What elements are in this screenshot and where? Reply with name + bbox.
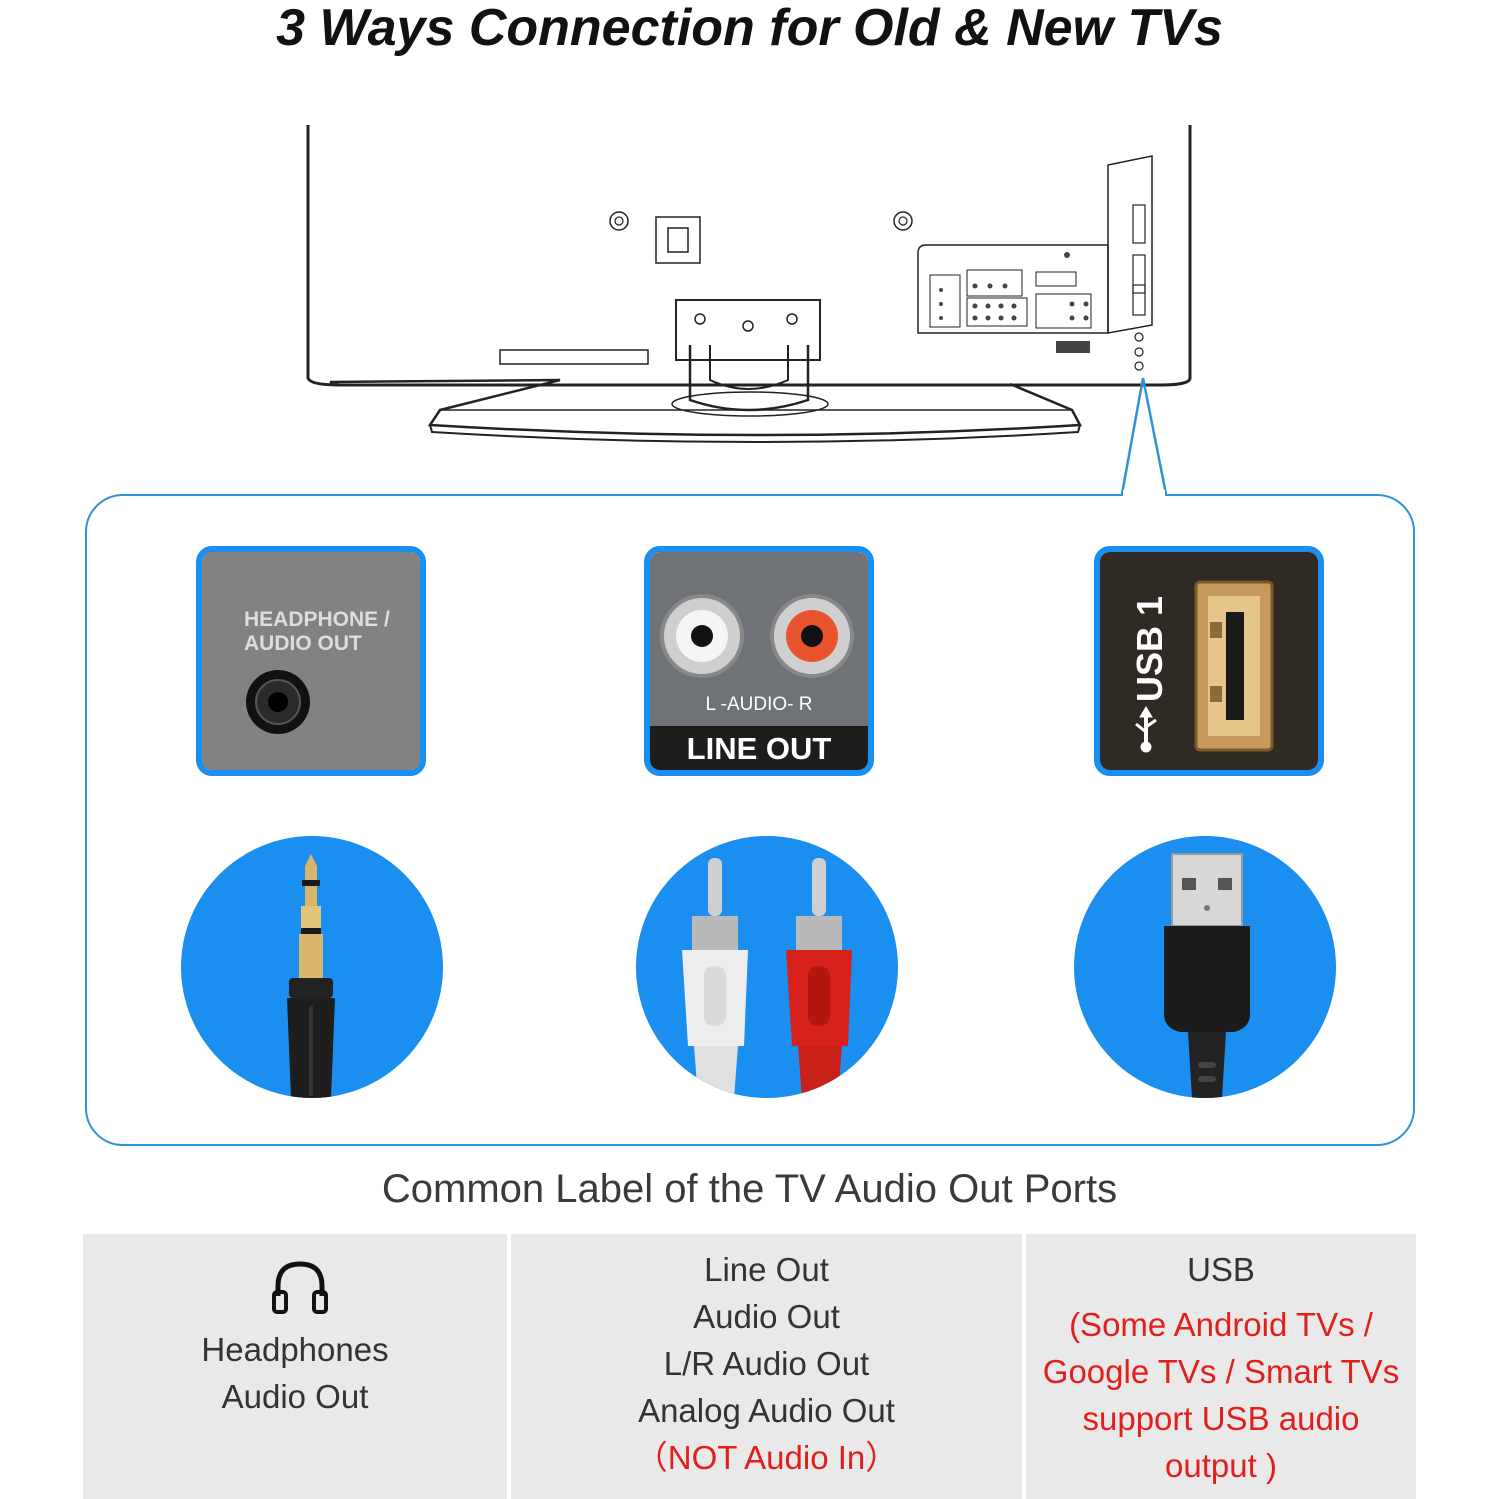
line-out-label-line3: L/R Audio Out [663,1345,870,1382]
headphone-label-line1: Headphones [201,1331,389,1368]
page-title: 3 Ways Connection for Old & New TVs [276,0,1223,57]
usb-label-cell: USB (Some Android TVs / Google TVs / Sma… [1026,1234,1416,1499]
usb-label-note2: Google TVs / Smart TVs [1042,1353,1400,1390]
line-out-big-label: LINE OUT [687,731,832,766]
aux-jack-plug-circle [181,836,443,1098]
usb-label-note3: support USB audio [1082,1400,1360,1437]
headphone-port-label-1: HEADPHONE / [244,608,390,631]
section-subtitle: Common Label of the TV Audio Out Ports [381,1167,1118,1211]
callout-gap [1123,490,1165,498]
headphone-label-line2: Audio Out [221,1378,369,1415]
usb-port-label: USB 1 [1129,596,1170,702]
usb-label-note1: (Some Android TVs / [1069,1306,1373,1343]
line-out-label-line4: Analog Audio Out [638,1392,895,1429]
headphone-port-label-2: AUDIO OUT [244,632,362,655]
usb-symbol-icon [1135,706,1157,753]
line-out-label-note: （NOT Audio In） [634,1439,899,1476]
headphone-port-photo: HEADPHONE / AUDIO OUT [196,546,426,776]
rca-plugs-circle [636,836,898,1098]
headphone-label-cell: Headphones Audio Out [83,1234,507,1499]
tv-rear-illustration [306,125,1192,495]
headphones-icon [272,1261,328,1314]
line-out-label-line1: Line Out [704,1251,829,1288]
line-out-label-cell: Line Out Audio Out L/R Audio Out Analog … [511,1234,1022,1499]
line-out-port-photo: L -AUDIO- R LINE OUT [644,546,874,776]
line-out-small-label: L -AUDIO- R [706,694,813,715]
usb-port-photo: USB 1 [1094,546,1324,776]
usb-label-line1: USB [1187,1251,1255,1288]
line-out-label-line2: Audio Out [693,1298,840,1335]
usb-plug-circle [1074,836,1336,1098]
usb-label-note4: output ) [1165,1447,1277,1484]
